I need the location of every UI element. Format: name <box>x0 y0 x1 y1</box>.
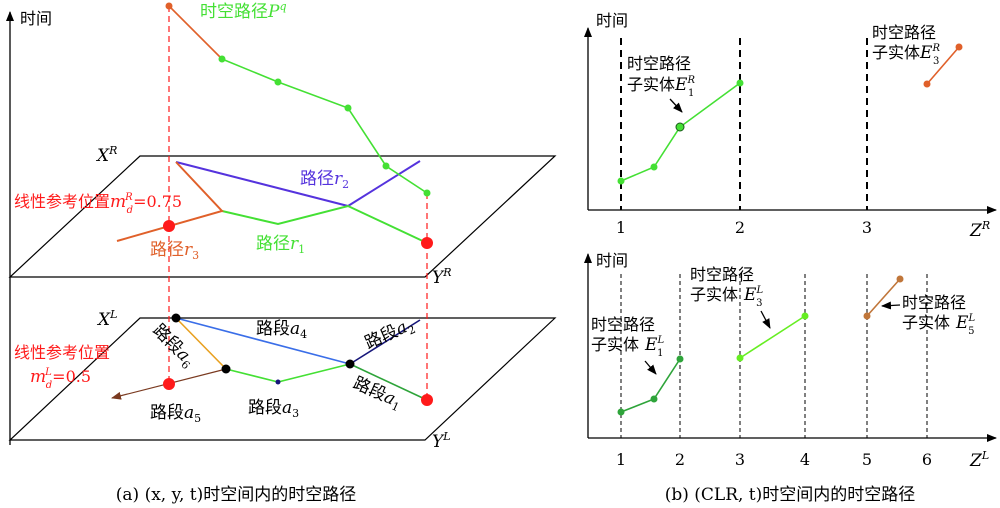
lower-ref-position-label-line1: 线性参考位置 <box>14 343 110 362</box>
top-entity1-point-0 <box>617 177 625 185</box>
bottom-entity1-point-2 <box>676 355 684 363</box>
top-entity1-point-3 <box>736 79 744 87</box>
segment-a1-label: 路段a1 <box>349 373 405 414</box>
lower-end-position-dot <box>421 394 433 406</box>
bottom-entity1-label-line1: 时空路径 <box>591 315 655 334</box>
bottom-entity5-point-0 <box>863 312 871 320</box>
upper-plane <box>8 155 557 278</box>
upper-plane-y-label: YR <box>432 266 452 288</box>
lower-plane <box>8 317 557 441</box>
bottom-tick-1: 1 <box>616 450 626 469</box>
lower-plane-x-label: XL <box>96 308 117 330</box>
bottom-entity3-point-1 <box>801 312 809 320</box>
top-time-label: 时间 <box>596 11 628 30</box>
bottom-entity3-pointer <box>760 310 771 329</box>
caption-a: (a) (x, y, t)时空间内的时空路径 <box>116 485 356 505</box>
top-entity1-pointer <box>669 98 683 113</box>
segment-a5-label: 路段a5 <box>150 403 201 425</box>
route-r1-label: 路径r1 <box>256 234 305 256</box>
bottom-tick-5: 5 <box>862 450 872 469</box>
segment-a2-line <box>349 319 421 365</box>
bottom-entity3-line <box>739 315 806 359</box>
bottom-tick-4: 4 <box>800 450 810 469</box>
route-r3-label: 路径r3 <box>150 240 199 262</box>
bottom-entity5-label-line1: 时空路径 <box>902 293 966 312</box>
route-r3-line <box>116 161 224 242</box>
segment-a3-label: 路段a3 <box>248 398 299 420</box>
bottom-entity1-point-0 <box>617 408 625 416</box>
caption-b: (b) (CLR, t)时空间内的时空路径 <box>665 485 916 505</box>
path-pq-point-0 <box>165 2 173 10</box>
path-pq-point-3 <box>344 104 352 112</box>
top-tick-3: 3 <box>862 218 872 237</box>
upper-ref-position-dot <box>163 220 175 232</box>
segment-a1-line <box>349 363 428 401</box>
path-pq-label: 时空路径Pq <box>200 0 287 22</box>
route-r2-label: 路径r2 <box>300 169 349 191</box>
node-a3-mid <box>275 379 281 385</box>
bottom-entity5-line <box>866 278 901 317</box>
segment-a6-label: 路段a6 <box>147 320 199 372</box>
bottom-tick-6: 6 <box>922 450 932 469</box>
bottom-entity5-point-1 <box>896 275 904 283</box>
top-entity3-point-1 <box>955 43 963 51</box>
path-pq-point-2 <box>274 78 282 86</box>
bottom-entity1-pointer <box>644 360 657 375</box>
top-entity3-label-line1: 时空路径 <box>872 23 936 42</box>
bottom-time-label: 时间 <box>596 251 628 270</box>
bottom-entity3-label-line1: 时空路径 <box>690 265 754 284</box>
node-a4-a6 <box>171 313 181 323</box>
time-axis-label-a: 时间 <box>20 9 52 28</box>
route-r1-line <box>221 204 428 244</box>
top-entity3-line <box>926 46 960 85</box>
top-entity3-point-0 <box>923 80 931 88</box>
segment-a2-label: 路段a2 <box>362 314 418 355</box>
segment-a6-line <box>175 317 227 370</box>
bottom-entity3-point-0 <box>736 354 744 362</box>
segment-a4-label: 路段a4 <box>256 319 307 341</box>
node-a5-a6 <box>221 364 231 374</box>
path-pq-point-5 <box>423 189 431 197</box>
bottom-entity1-point-1 <box>650 395 658 403</box>
bottom-tick-3: 3 <box>735 450 745 469</box>
path-pq-point-4 <box>382 162 390 170</box>
path-pq-orange-segment <box>168 5 223 60</box>
node-a1-a2 <box>345 359 355 369</box>
top-entity1-label-line1: 时空路径 <box>627 54 691 73</box>
bottom-z-label: ZL <box>969 449 989 471</box>
segment-a3-line <box>225 363 351 383</box>
top-entity1-line <box>620 82 741 182</box>
upper-end-position-dot <box>421 237 433 249</box>
top-z-label: ZR <box>969 219 990 241</box>
top-tick-1: 1 <box>616 218 626 237</box>
segment-a4-line <box>175 317 351 365</box>
top-tick-2: 2 <box>735 218 745 237</box>
upper-plane-x-label: XR <box>95 144 117 166</box>
lower-ref-position-dot <box>163 378 175 390</box>
bottom-entity5-pointer <box>881 301 901 310</box>
top-entity1-point-1 <box>650 163 658 171</box>
lower-plane-y-label: YL <box>432 430 451 452</box>
bottom-tick-2: 2 <box>675 450 685 469</box>
top-entity1-point-2 <box>675 122 685 132</box>
path-pq-point-1 <box>218 55 226 63</box>
panel-a: 时间 XR YR XL YL <box>5 0 557 505</box>
